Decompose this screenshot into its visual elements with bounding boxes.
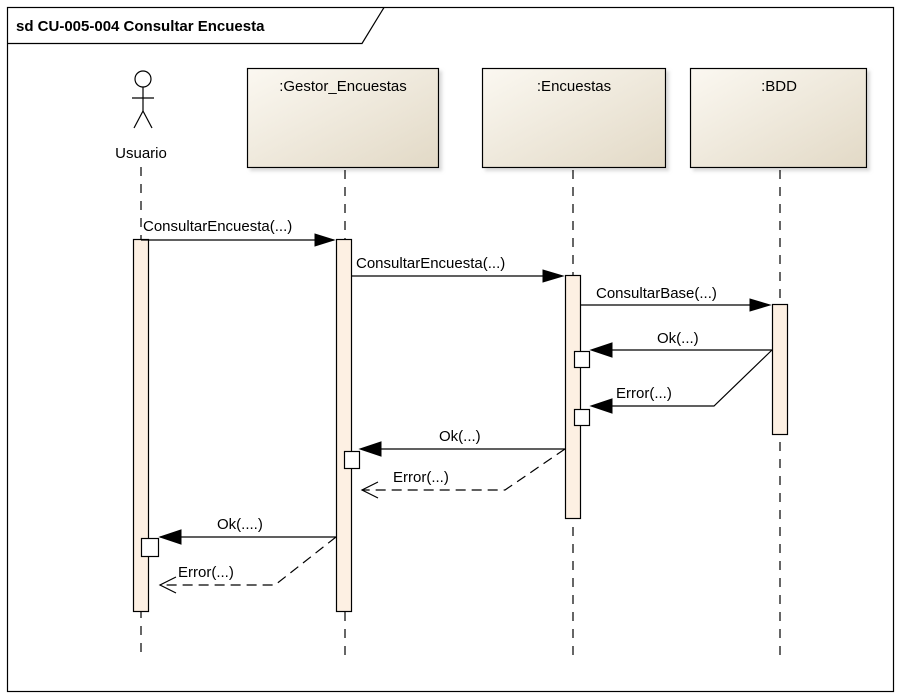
activation-gestor: [335, 238, 353, 613]
lifeline-label-bdd: :BDD: [761, 78, 797, 95]
activation-bdd: [771, 303, 789, 436]
lifeline-head-gestor: [246, 67, 440, 169]
arrowhead-m8: [158, 529, 182, 545]
message-label-m5: Error(...): [616, 385, 672, 402]
actor-label: Usuario: [115, 145, 167, 162]
arrowhead-m7: [360, 481, 379, 499]
lifeline-bdd: :BDD: [689, 67, 868, 169]
message-label-m2: ConsultarEncuesta(...): [356, 255, 505, 272]
frame-title: sd CU-005-004 Consultar Encuesta: [16, 18, 265, 35]
lifeline-head-bdd: [689, 67, 868, 169]
message-label-m3: ConsultarBase(...): [596, 285, 717, 302]
message-label-m1: ConsultarEncuesta(...): [143, 218, 292, 235]
arrowhead-m9: [158, 576, 177, 594]
actor-usuario: Usuario: [115, 70, 167, 162]
message-label-m7: Error(...): [393, 469, 449, 486]
message-label-m6: Ok(...): [439, 428, 481, 445]
actor-leg-right: [142, 110, 153, 129]
activation-usuario-ok: [140, 537, 160, 558]
frame-title-tab: [7, 7, 385, 45]
message-label-m8: Ok(....): [217, 516, 263, 533]
arrowhead-m3: [749, 298, 772, 312]
lifeline-head-encuestas: [481, 67, 667, 169]
activation-encuestas-ok: [573, 350, 591, 369]
message-arrow-m5: [592, 349, 773, 407]
actor-leg-left: [133, 110, 144, 129]
message-arrow-m7: [362, 448, 566, 491]
arrowhead-m5: [589, 398, 613, 414]
message-label-m4: Ok(...): [657, 330, 699, 347]
arrowhead-m1: [314, 233, 336, 247]
arrowhead-m2: [542, 269, 565, 283]
activation-encuestas: [564, 274, 582, 520]
activation-gestor-ok: [343, 450, 361, 470]
lifeline-label-encuestas: :Encuestas: [537, 78, 611, 95]
diagram-frame: [6, 6, 895, 693]
activation-encuestas-error: [573, 408, 591, 427]
message-label-m9: Error(...): [178, 564, 234, 581]
lifeline-encuestas: :Encuestas: [481, 67, 667, 169]
actor-head-icon: [134, 70, 152, 88]
arrowhead-m6: [358, 441, 382, 457]
lifeline-gestor: :Gestor_Encuestas: [246, 67, 440, 169]
message-arrow-m9: [160, 536, 337, 586]
arrowhead-m4: [589, 342, 613, 358]
lifeline-label-gestor: :Gestor_Encuestas: [279, 78, 407, 95]
